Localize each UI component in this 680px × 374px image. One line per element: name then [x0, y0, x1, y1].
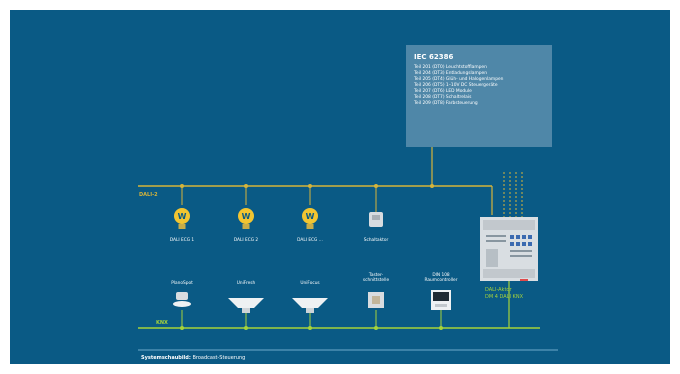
bulb-icon-1: W — [174, 208, 190, 229]
iec-line: Teil 206 (DT5) 1–10V DC Steuergeräte — [414, 83, 498, 88]
diagram-canvas: W W W — [10, 10, 670, 364]
iec-line: Teil 204 (DT3) Entladungslampen — [414, 71, 487, 76]
iec-62386-box: IEC 62386 Teil 201 (DT0) Leuchtstofflamp… — [406, 45, 552, 147]
svg-text:W: W — [306, 212, 315, 221]
footer-text: Broadcast-Steuerung — [192, 355, 246, 361]
knx-device-label: UniFresh — [236, 281, 256, 286]
knx-node-1 — [180, 326, 184, 330]
ceiling-sensor-icon-2 — [292, 298, 328, 313]
iec-line: Teil 209 (DT8) Farbsteuerung — [414, 101, 478, 106]
iec-line: Teil 205 (DT4) Glüh- und Halogenlampen — [414, 77, 504, 82]
dali-device-label: DALI ECG ... — [297, 238, 323, 243]
svg-text:W: W — [242, 212, 251, 221]
ceiling-sensor-icon-1 — [228, 298, 264, 313]
iec-line: Teil 208 (DT7) Schaltrelais — [414, 95, 472, 100]
dali-actor-line2: DM 4 DALI KNX — [485, 294, 524, 300]
bulb-icon-2: W — [238, 208, 254, 229]
dali-actor-label: DALI-Aktor DM 4 DALI KNX — [485, 287, 523, 301]
dali-node-2 — [244, 184, 248, 188]
dali-node-4 — [374, 184, 378, 188]
dali-device-label: DALI ECG 2 — [233, 238, 259, 243]
knx-device-label: PlanoSpot — [171, 281, 193, 286]
svg-text:W: W — [178, 212, 187, 221]
dali-node-1 — [180, 184, 184, 188]
switch-actuator-icon — [369, 212, 383, 227]
knx-device-label: Taster- schnittstelle — [362, 273, 390, 283]
iec-title: IEC 62386 — [414, 53, 454, 61]
room-controller-icon — [431, 290, 451, 310]
knx-node-2 — [244, 326, 248, 330]
dali-actor-line1: DALI-Aktor — [485, 287, 512, 293]
dali-actor-device-icon — [480, 217, 538, 281]
push-button-interface-icon — [368, 292, 384, 308]
iec-connector-dot — [430, 184, 434, 188]
knx-node-5 — [439, 326, 443, 330]
dali-bus-label: DALI-2 — [139, 192, 158, 198]
knx-node-4 — [374, 326, 378, 330]
dali-device-label: Schaltaktor — [363, 238, 389, 243]
footer-label: Systemschaubild: — [141, 355, 191, 361]
knx-device-label: DIN 108 Raumcontroller — [424, 273, 458, 283]
knx-node-3 — [308, 326, 312, 330]
iec-line: Teil 201 (DT0) Leuchtstofflampen — [414, 65, 487, 70]
bulb-icon-3: W — [302, 208, 318, 229]
iec-line: Teil 207 (DT6) LED Module — [414, 89, 472, 94]
presence-detector-icon — [173, 292, 191, 307]
dali-node-3 — [308, 184, 312, 188]
knx-bus-label: KNX — [156, 320, 168, 326]
dali-device-label: DALI ECG 1 — [169, 238, 195, 243]
knx-device-label: UniFocus — [300, 281, 320, 286]
footer-caption: Systemschaubild: Broadcast-Steuerung — [141, 355, 245, 361]
diagram-graphics: W W W — [138, 147, 558, 351]
